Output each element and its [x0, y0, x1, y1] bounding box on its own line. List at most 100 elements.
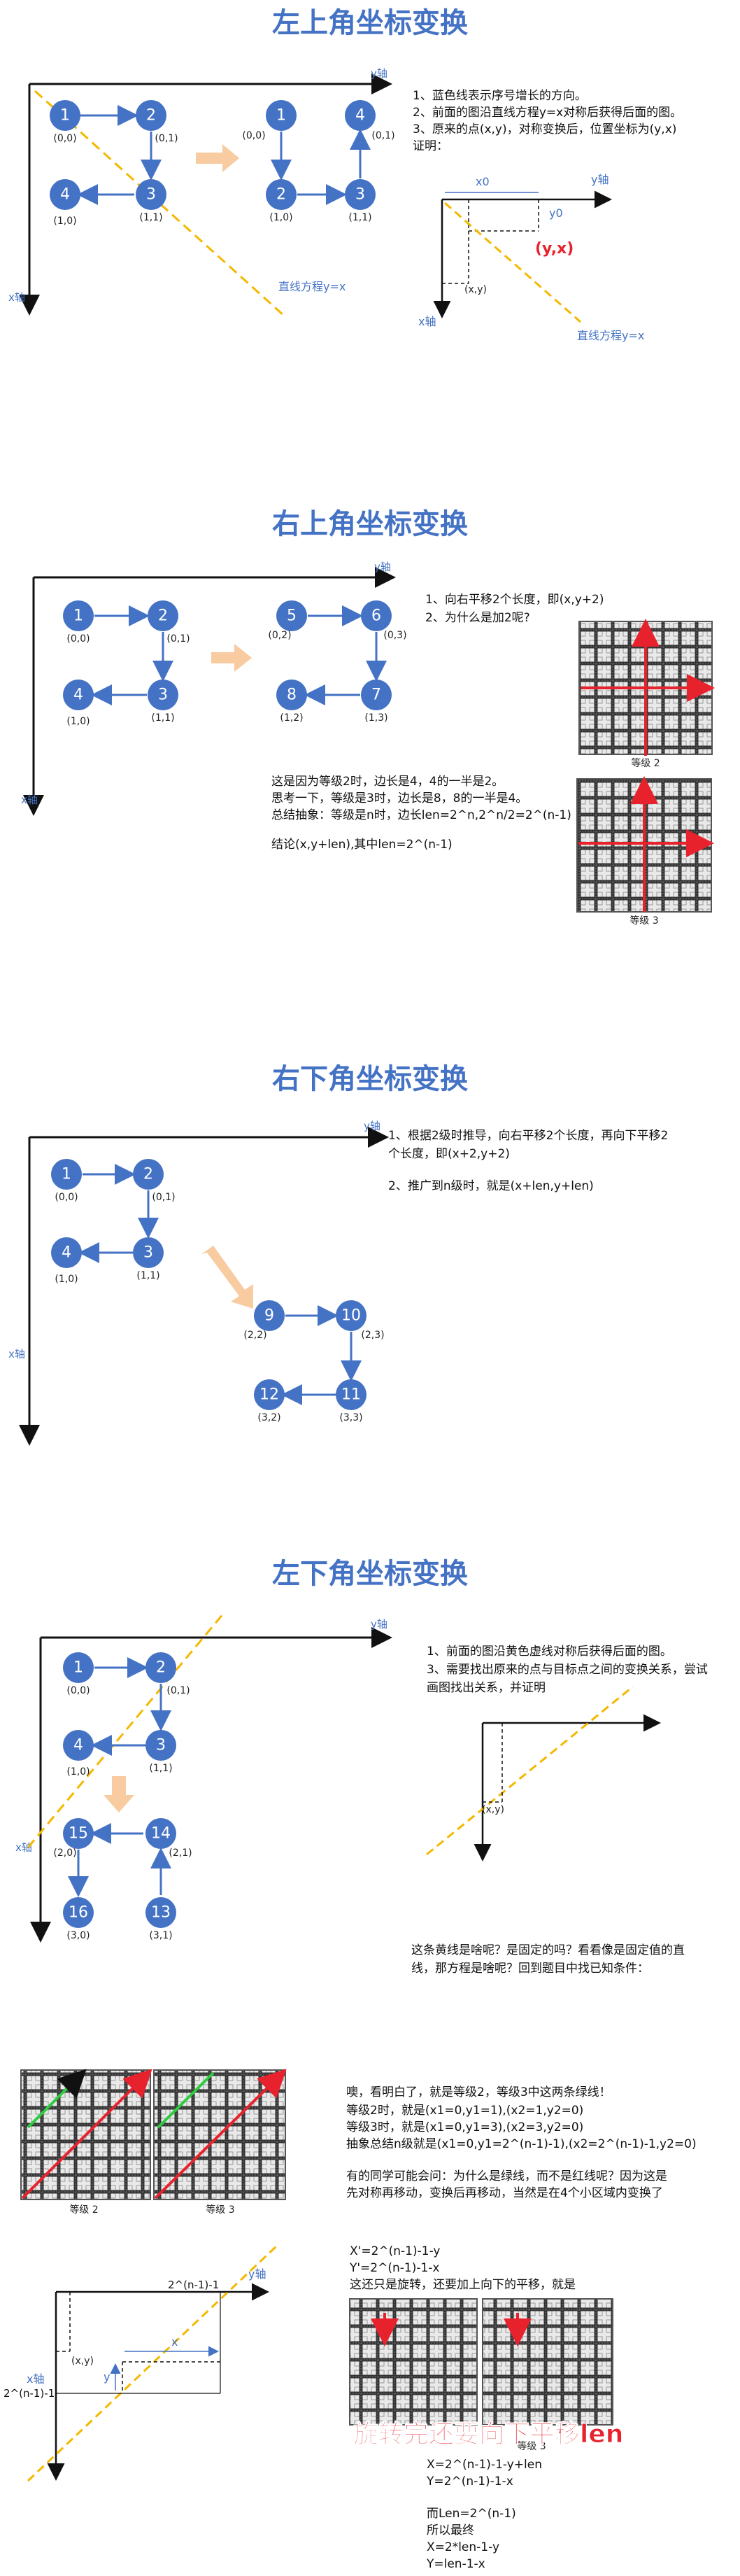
svg-text:4: 4: [73, 1737, 83, 1754]
svg-text:这是因为等级2时，边长是4，4的一半是2。: 这是因为等级2时，边长是4，4的一半是2。: [271, 775, 504, 789]
diagonal-line: [34, 90, 285, 316]
svg-text:等级 3: 等级 3: [206, 2204, 234, 2216]
maze-image-level3: 等级 3: [576, 776, 714, 927]
svg-text:4: 4: [62, 1244, 71, 1262]
svg-text:(0,0): (0,0): [66, 1685, 90, 1696]
svg-text:Y=len-1-x: Y=len-1-x: [426, 2557, 485, 2571]
svg-text:(1,1): (1,1): [149, 1763, 172, 1774]
svg-text:等级 2: 等级 2: [69, 2204, 98, 2216]
node-3: [136, 179, 166, 210]
svg-text:(2,3): (2,3): [361, 1330, 384, 1341]
svg-text:4: 4: [73, 687, 83, 704]
svg-text:y0: y0: [549, 206, 563, 220]
note-2: 2、前面的图沿直线方程y=x对称后获得后面的图。: [413, 106, 682, 120]
svg-text:1: 1: [60, 107, 70, 125]
svg-text:x0: x0: [476, 175, 490, 188]
svg-text:1: 1: [73, 1659, 83, 1677]
svg-text:x轴: x轴: [15, 1841, 32, 1854]
svg-text:8: 8: [287, 687, 297, 704]
svg-text:X'=2^(n-1)-1-y: X'=2^(n-1)-1-y: [350, 2244, 440, 2258]
section-top-left: 左上角坐标变换 y轴 x轴 直线方程y=x 1 2 3 4 (0,0) (0,1…: [8, 7, 682, 342]
svg-text:x轴: x轴: [21, 794, 38, 806]
svg-text:(3,1): (3,1): [149, 1930, 172, 1941]
svg-text:x: x: [171, 2335, 178, 2349]
svg-text:直线方程y=x: 直线方程y=x: [577, 329, 644, 342]
note-3: 3、原来的点(x,y)，对称变换后，位置坐标为(y,x): [413, 122, 676, 136]
svg-text:y轴: y轴: [591, 173, 609, 186]
svg-text:3: 3: [143, 1244, 153, 1262]
svg-text:个长度，即(x+2,y+2): 个长度，即(x+2,y+2): [388, 1147, 510, 1161]
transform-arrow: [196, 144, 239, 172]
svg-text:(1,0): (1,0): [269, 212, 292, 223]
svg-text:(3,3): (3,3): [339, 1412, 362, 1423]
svg-text:(1,1): (1,1): [348, 212, 371, 223]
svg-text:噢，看明白了，就是等级2，等级3中这两条绿线！: 噢，看明白了，就是等级2，等级3中这两条绿线！: [346, 2085, 611, 2099]
svg-text:11: 11: [341, 1386, 361, 1404]
svg-text:x轴: x轴: [8, 1348, 25, 1360]
section-bottom-left: 左下角坐标变换 y轴 x轴 1 2 3 4 (0,0) (0,1) (1,1) …: [3, 1558, 708, 2571]
maze-image-level3-green: 等级 3: [153, 2069, 287, 2216]
svg-text:(1,1): (1,1): [151, 712, 174, 724]
svg-text:(x,y): (x,y): [464, 284, 487, 295]
svg-text:2: 2: [146, 107, 156, 125]
svg-text:Y'=2^(n-1)-1-x: Y'=2^(n-1)-1-x: [349, 2261, 440, 2275]
svg-text:3、需要找出原来的点与目标点之间的变换关系，尝试: 3、需要找出原来的点与目标点之间的变换关系，尝试: [427, 1663, 708, 1677]
svg-text:14: 14: [151, 1825, 171, 1843]
node-1: [50, 100, 80, 131]
svg-text:5: 5: [287, 607, 297, 625]
svg-text:有的同学可能会问：为什么是绿线，而不是红线呢？因为这是: 有的同学可能会问：为什么是绿线，而不是红线呢？因为这是: [346, 2169, 667, 2183]
svg-text:等级 3: 等级 3: [629, 915, 658, 927]
svg-text:3: 3: [146, 186, 156, 204]
svg-text:2^(n-1)-1: 2^(n-1)-1: [3, 2387, 55, 2400]
svg-text:(1,0): (1,0): [55, 1274, 78, 1285]
svg-text:(2,1): (2,1): [169, 1847, 192, 1859]
svg-text:而Len=2^(n-1): 而Len=2^(n-1): [427, 2507, 516, 2521]
svg-text:(1,3): (1,3): [364, 712, 387, 724]
svg-text:1: 1: [73, 607, 83, 625]
section-top-right: 右上角坐标变换 y轴 x轴 1 2 3 4 (0,0) (0,1) (1,1) …: [21, 508, 715, 927]
svg-text:x轴: x轴: [418, 315, 436, 328]
svg-text:思考一下，等级是3时，边长是8，8的一半是4。: 思考一下，等级是3时，边长是8，8的一半是4。: [271, 791, 527, 805]
maze-image-level2-green: 等级 2: [20, 2069, 152, 2216]
svg-text:x轴: x轴: [27, 2372, 44, 2386]
svg-text:(0,0): (0,0): [66, 633, 90, 645]
section-bottom-right: 右下角坐标变换 y轴 x轴 1 2 3 4 (0,0) (0,1) (1,1) …: [8, 1063, 668, 1446]
svg-text:9: 9: [264, 1307, 274, 1325]
svg-text:(0,0): (0,0): [242, 130, 265, 141]
svg-text:10: 10: [341, 1307, 361, 1325]
final-proof-diagram: 2^(n-1)-1 y轴 x轴 2^(n-1)-1 (x,y) x y: [3, 2245, 278, 2482]
svg-text:X=2*len-1-y: X=2*len-1-y: [427, 2540, 499, 2554]
svg-text:(3,2): (3,2): [257, 1412, 280, 1423]
svg-text:6: 6: [371, 607, 381, 625]
svg-text:1: 1: [62, 1166, 71, 1183]
svg-text:(3,0): (3,0): [66, 1930, 90, 1941]
svg-text:1、前面的图沿黄色虚线对称后获得后面的图。: 1、前面的图沿黄色虚线对称后获得后面的图。: [427, 1645, 672, 1659]
svg-text:13: 13: [151, 1904, 171, 1922]
svg-text:X=2^(n-1)-1-y+len: X=2^(n-1)-1-y+len: [427, 2458, 542, 2472]
svg-text:3: 3: [156, 1737, 166, 1754]
svg-text:(0,0): (0,0): [53, 133, 76, 144]
svg-text:y轴: y轴: [248, 2267, 266, 2281]
svg-text:4: 4: [355, 107, 365, 125]
node-2: [136, 100, 166, 131]
svg-text:2、为什么是加2呢?: 2、为什么是加2呢?: [425, 611, 530, 625]
svg-text:总结抽象：等级是n时，边长len=2^n,2^n/2=2^(: 总结抽象：等级是n时，边长len=2^n,2^n/2=2^(n-1): [271, 808, 571, 822]
x-axis-label: x轴: [8, 291, 25, 304]
svg-text:2、推广到n级时，就是(x+len,y+len): 2、推广到n级时，就是(x+len,y+len): [388, 1179, 594, 1193]
svg-text:y: y: [104, 2370, 110, 2384]
svg-text:Y=2^(n-1)-1-x: Y=2^(n-1)-1-x: [426, 2475, 513, 2489]
svg-text:2^(n-1)-1: 2^(n-1)-1: [168, 2279, 219, 2291]
svg-text:线，那方程是啥呢？回到题目中找已知条件：: 线，那方程是啥呢？回到题目中找已知条件：: [411, 1962, 649, 1976]
svg-text:等级 3: 等级 3: [517, 2440, 546, 2452]
y-axis-label: y轴: [371, 67, 387, 80]
node-4: [50, 179, 80, 210]
svg-text:结论(x,y+len),其中len=2^(n-1): 结论(x,y+len),其中len=2^(n-1): [271, 838, 453, 852]
svg-text:3: 3: [355, 186, 365, 204]
svg-text:15: 15: [69, 1825, 88, 1843]
svg-text:3: 3: [158, 687, 168, 704]
svg-text:(1,0): (1,0): [53, 216, 76, 227]
svg-text:(0,1): (0,1): [152, 1192, 175, 1203]
svg-text:这条黄线是啥呢？是固定的吗？看看像是固定值的直: 这条黄线是啥呢？是固定的吗？看看像是固定值的直: [411, 1943, 685, 1957]
svg-text:y轴: y轴: [364, 1120, 380, 1132]
svg-text:2: 2: [158, 607, 168, 625]
